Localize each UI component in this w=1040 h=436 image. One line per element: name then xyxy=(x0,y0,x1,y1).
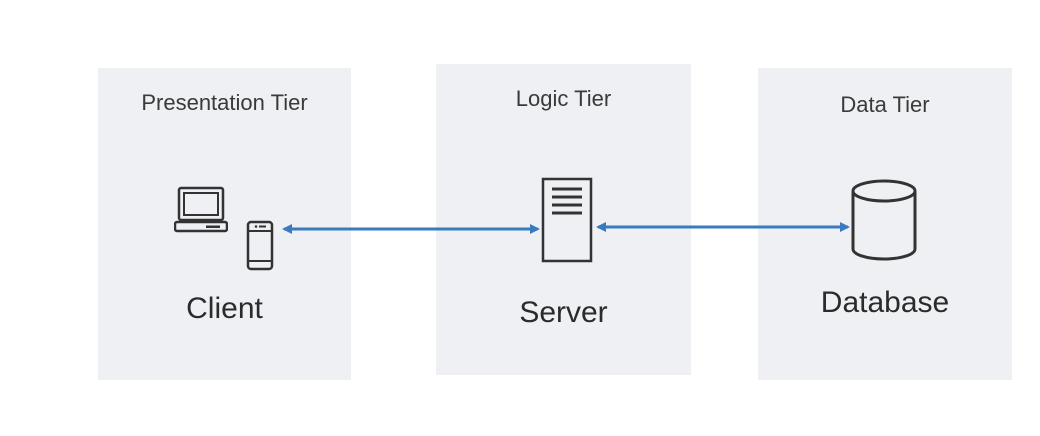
data-tier-title: Data Tier xyxy=(840,92,930,117)
presentation-tier-title: Presentation Tier xyxy=(141,90,308,115)
client-label: Client xyxy=(186,292,263,325)
server-icon xyxy=(541,177,593,263)
mobile-phone-icon xyxy=(246,220,274,271)
data-tier-panel: Data Tier Database xyxy=(758,68,1012,380)
server-label: Server xyxy=(519,296,608,329)
database-icon xyxy=(851,179,917,261)
database-label: Database xyxy=(820,286,950,319)
laptop-icon xyxy=(174,186,228,233)
logic-tier-panel: Logic Tier Server xyxy=(436,64,691,375)
logic-tier-title: Logic Tier xyxy=(515,86,612,111)
